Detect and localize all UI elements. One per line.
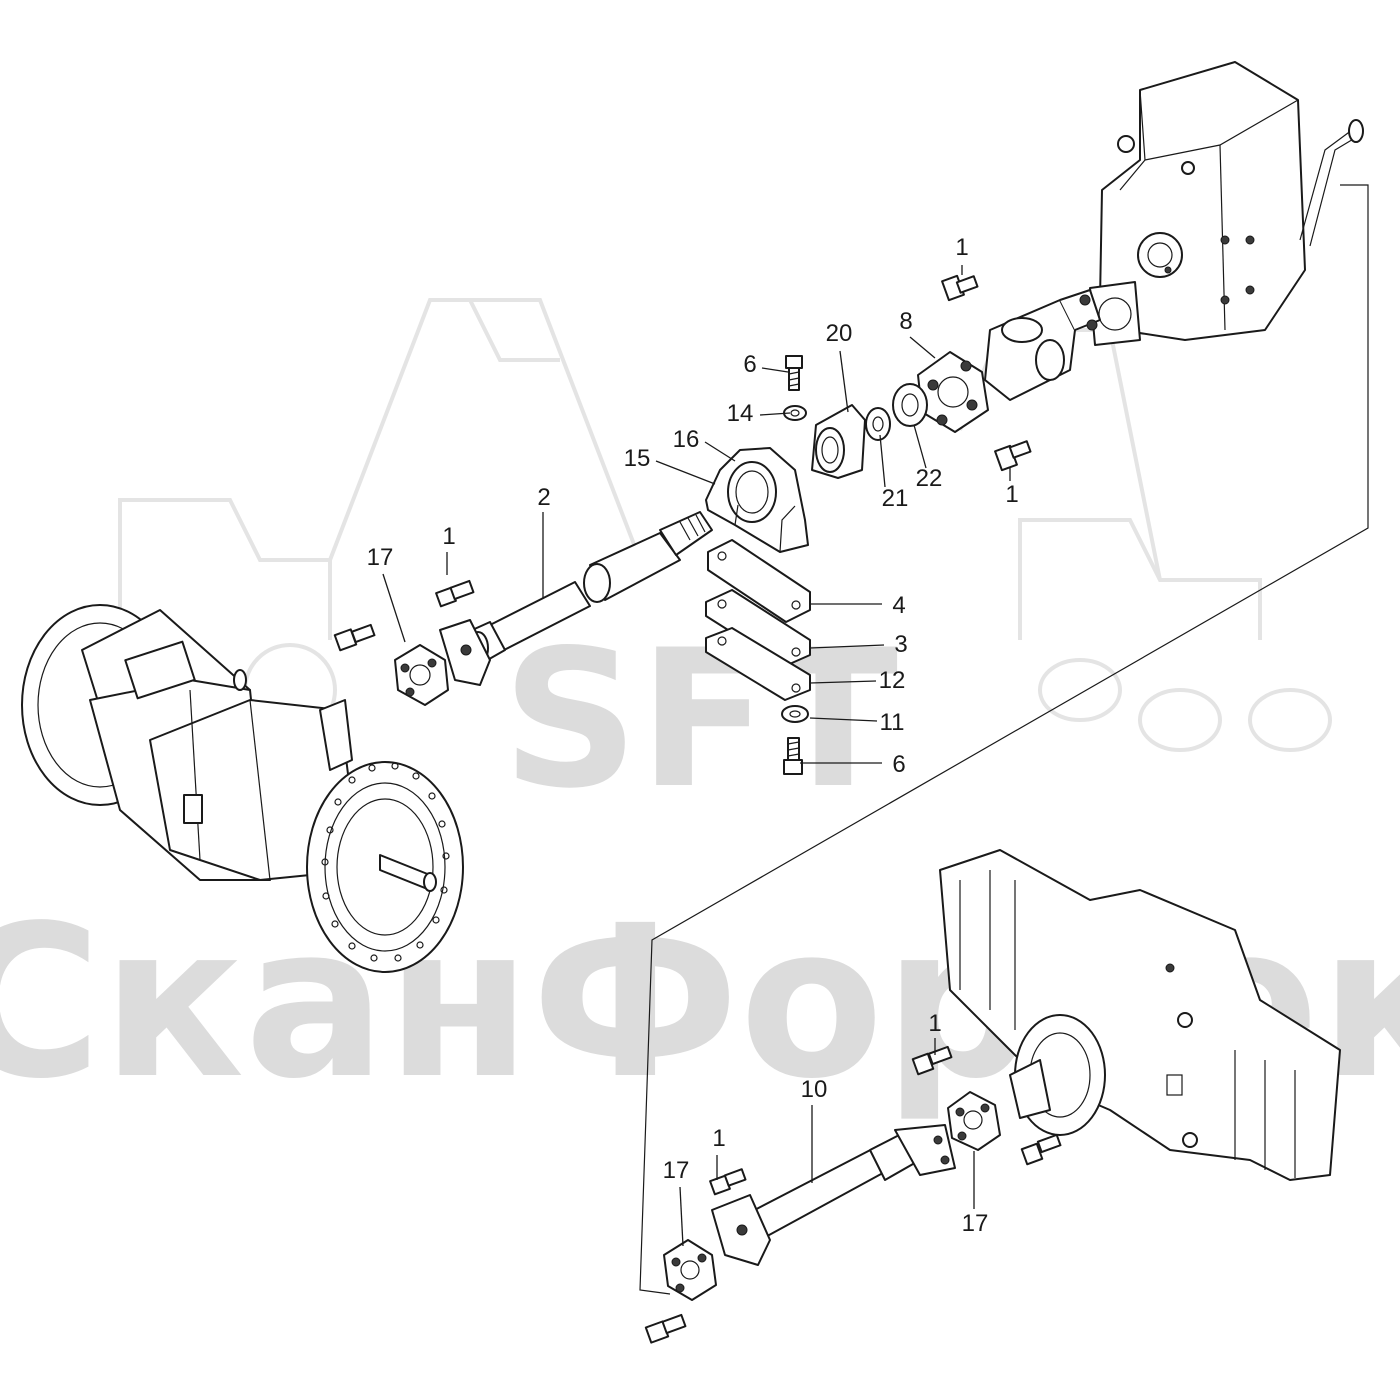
callout-label-14: 14 <box>727 400 754 427</box>
cross-spider-17-lower-right <box>947 1091 1001 1151</box>
bolt-1-lower-left-upper <box>709 1168 747 1196</box>
axle-housing-bottom <box>939 849 1341 1181</box>
leader-15 <box>655 460 716 485</box>
callout-label-1d: 1 <box>928 1010 941 1037</box>
callout-label-10: 10 <box>801 1076 828 1103</box>
bolt-1-top <box>941 274 979 302</box>
callout-label-1a: 1 <box>955 234 968 261</box>
shim-plate-4 <box>707 539 811 623</box>
nut-22 <box>892 383 928 427</box>
output-flange-left <box>306 761 464 973</box>
callout-label-3: 3 <box>894 631 907 658</box>
transmission-housing <box>1089 61 1364 346</box>
washer-14 <box>783 405 807 421</box>
bolt-1-lower-right <box>1020 1133 1062 1166</box>
washer-21 <box>865 407 891 441</box>
callout-label-11: 11 <box>880 709 905 736</box>
bolt-1-left-upper <box>435 579 475 608</box>
bolt-1-left-lower <box>333 623 376 652</box>
leader-6a <box>761 367 789 373</box>
assembly-connector-line <box>639 184 1369 1295</box>
callout-label-12: 12 <box>879 667 906 694</box>
shim-plate-3 <box>705 589 811 667</box>
leader-20 <box>839 350 849 413</box>
callout-label-16: 16 <box>673 426 700 453</box>
callout-label-6a: 6 <box>743 351 756 378</box>
universal-joint-upper <box>984 289 1101 401</box>
callout-label-17c: 17 <box>962 1210 989 1237</box>
callout-label-17a: 17 <box>367 544 394 571</box>
callout-label-17b: 17 <box>663 1157 690 1184</box>
bearing-support-16 <box>705 447 809 553</box>
leader-14 <box>759 412 791 416</box>
bolt-1-lower-left-bottom <box>644 1313 687 1344</box>
callout-leaders <box>382 265 1011 1247</box>
leader-12 <box>809 680 877 684</box>
washer-11 <box>781 705 809 723</box>
bolt-6-top <box>785 355 803 391</box>
leader-16 <box>704 441 736 462</box>
flange-20 <box>811 404 866 479</box>
callout-label-20: 20 <box>826 320 853 347</box>
leader-3 <box>809 644 885 649</box>
callout-label-6b: 6 <box>892 751 905 778</box>
callout-label-4: 4 <box>892 592 905 619</box>
leader-22 <box>913 424 927 469</box>
callout-label-8: 8 <box>899 308 912 335</box>
drive-shaft-10 <box>744 1124 956 1241</box>
leader-17b <box>679 1186 684 1247</box>
bolt-1-lower-top <box>911 1045 953 1076</box>
bolt-1-middle <box>994 440 1032 472</box>
shim-plate-12 <box>705 627 811 701</box>
leader-17a <box>382 573 406 643</box>
leader-21 <box>879 434 886 488</box>
cross-spider-17-upper <box>394 644 449 706</box>
callout-label-2: 2 <box>537 484 550 511</box>
callout-label-1b: 1 <box>1005 481 1018 508</box>
callout-label-1c: 1 <box>442 523 455 550</box>
cross-spider-17-lower-left <box>663 1239 717 1301</box>
leader-11 <box>809 717 878 722</box>
gearbox-housing-left <box>21 604 361 881</box>
leader-8 <box>909 336 936 359</box>
bolt-6-bottom <box>783 737 803 775</box>
callout-label-21: 21 <box>882 485 909 512</box>
callout-label-1e: 1 <box>712 1125 725 1152</box>
yoke-10-lower-left <box>711 1194 771 1266</box>
flange-yoke-8 <box>917 351 989 433</box>
callout-label-15: 15 <box>624 445 651 472</box>
yoke-left-upper <box>439 619 491 686</box>
callout-label-22: 22 <box>916 465 943 492</box>
